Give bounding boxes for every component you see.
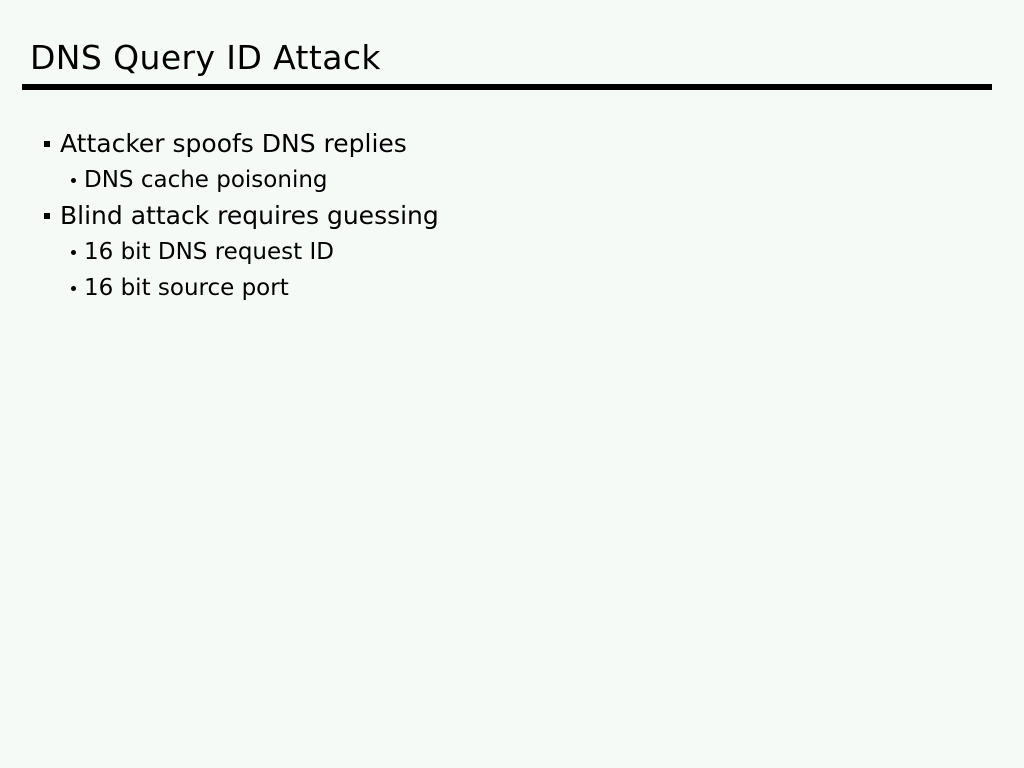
list-item: 16 bit source port [0,270,1024,306]
list-item: Attacker spoofs DNS replies [0,126,1024,162]
list-item: 16 bit DNS request ID [0,234,1024,270]
list-item-label: Blind attack requires guessing [60,201,439,230]
page-title: DNS Query ID Attack [30,38,381,77]
list-item-label: 16 bit DNS request ID [84,239,334,265]
list-item: DNS cache poisoning [0,162,1024,198]
title-divider [22,84,992,90]
list-item: Blind attack requires guessing [0,198,1024,234]
dot-bullet-icon [71,178,76,183]
list-item-label: Attacker spoofs DNS replies [60,129,407,158]
list-item-label: 16 bit source port [84,275,289,301]
square-bullet-icon [44,141,50,147]
square-bullet-icon [44,213,50,219]
list-item-label: DNS cache poisoning [84,167,328,193]
dot-bullet-icon [71,250,76,255]
dot-bullet-icon [71,286,76,291]
bullet-list: Attacker spoofs DNS replies DNS cache po… [0,126,1024,306]
